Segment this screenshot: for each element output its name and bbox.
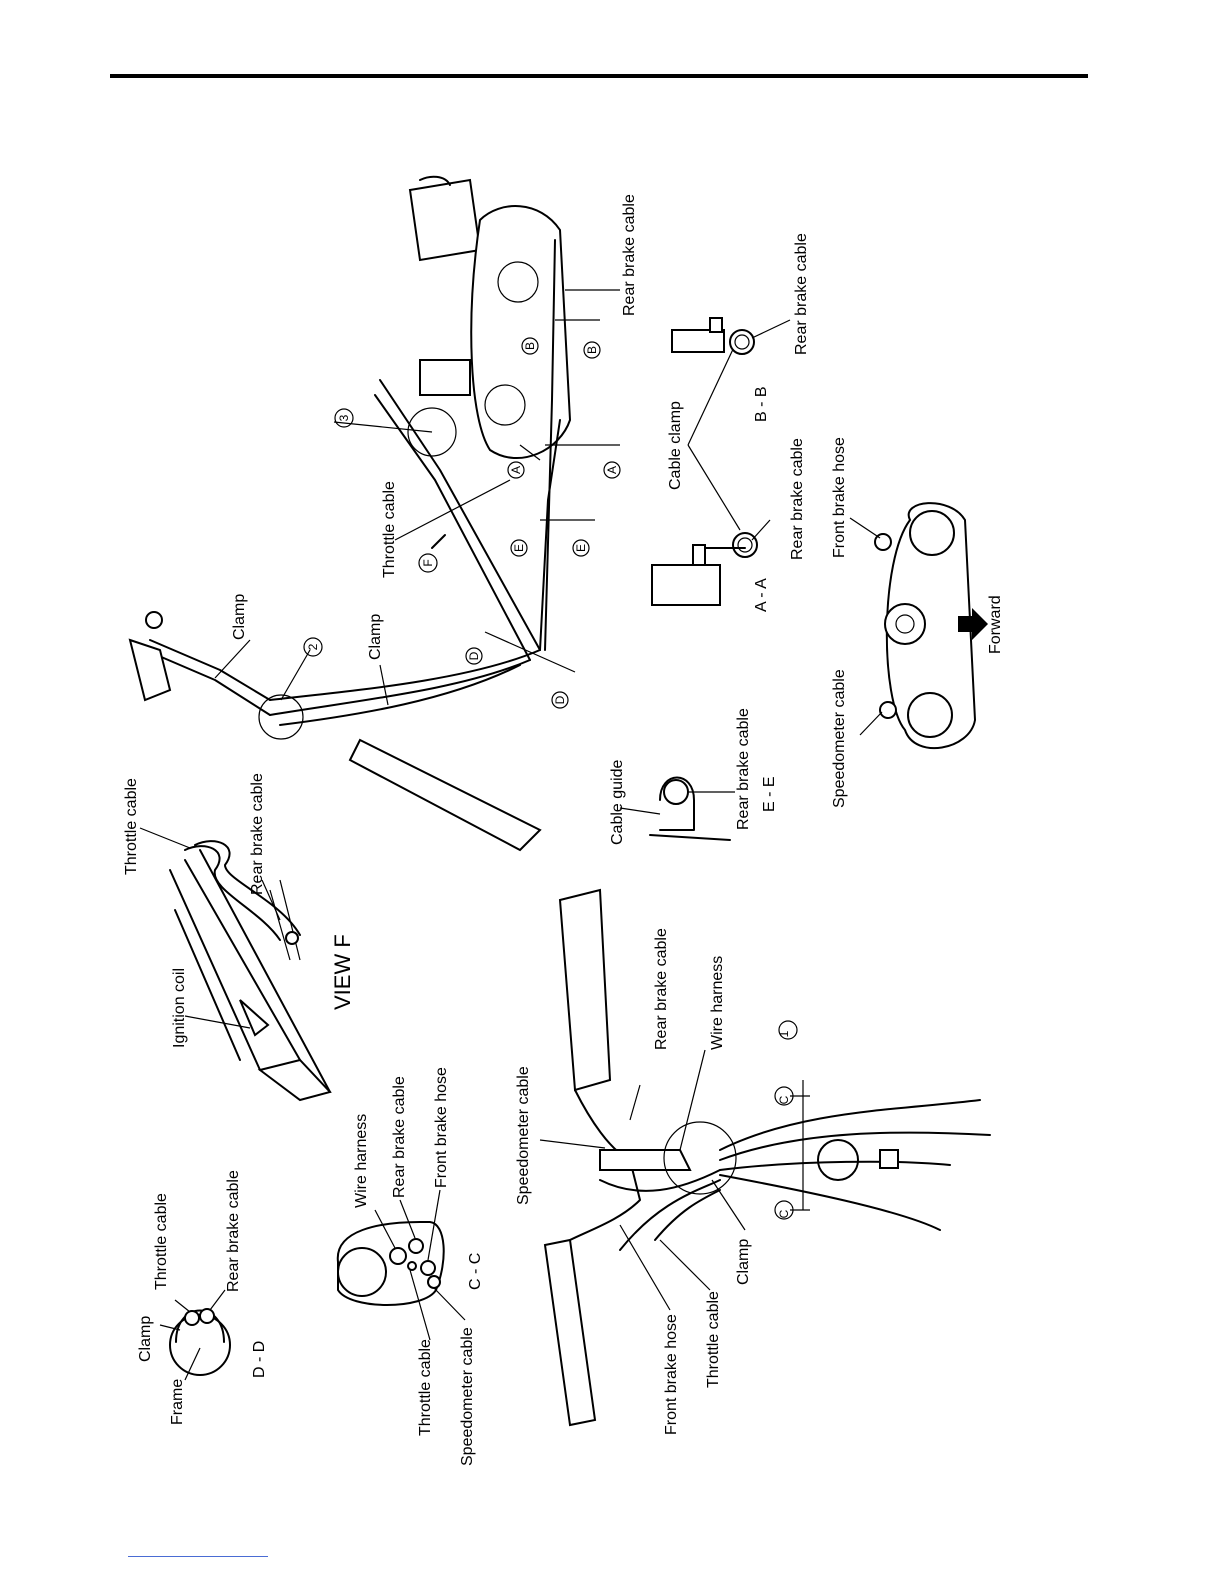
label-rear-brake-cable: Rear brake cable — [225, 1170, 242, 1292]
label-rear-brake-cable: Rear brake cable — [249, 773, 266, 895]
label-rear-brake-cable: Rear brake cable — [735, 708, 752, 830]
label-throttle-cable: Throttle cable — [381, 481, 398, 578]
svg-text:C: C — [777, 1095, 791, 1104]
label-section-d-d: D - D — [251, 1341, 268, 1378]
section-a-a: A - A Rear brake cable — [651, 438, 806, 612]
svg-text:F: F — [421, 559, 435, 566]
label-rear-brake-cable: Rear brake cable — [391, 1076, 408, 1198]
svg-text:E: E — [512, 544, 526, 552]
callout-3: 3 — [337, 414, 351, 421]
label-clamp: Clamp — [137, 1316, 154, 1362]
label-cable-guide: Cable guide — [609, 760, 626, 846]
label-section-a-a: A - A — [753, 578, 770, 612]
svg-text:B: B — [523, 342, 537, 350]
label-rear-brake-cable: Rear brake cable — [793, 233, 810, 355]
handlebar-assembly: 1 C C Speedometer cable Rear brake cable… — [515, 888, 991, 1435]
svg-text:C: C — [777, 1209, 791, 1218]
triple-clamp: Front brake hose Speedometer cable Forwa… — [831, 437, 1004, 808]
callout-circle-1 — [663, 1121, 737, 1195]
callout-circle-2 — [258, 694, 304, 740]
label-front-brake-hose: Front brake hose — [831, 437, 848, 558]
label-wire-harness: Wire harness — [353, 1114, 370, 1208]
brake-lever — [128, 638, 172, 702]
svg-text:D: D — [467, 651, 481, 660]
svg-text:A: A — [509, 466, 523, 474]
label-throttle-cable: Throttle cable — [705, 1291, 722, 1388]
svg-text:B: B — [585, 346, 599, 354]
left-grip — [543, 1238, 597, 1427]
label-section-c-c: C - C — [467, 1253, 484, 1290]
frame-side-view: 3 2 F B B A A E E D D Clamp Clamp Thrott… — [128, 175, 638, 852]
exhaust — [408, 178, 482, 262]
label-wire-harness: Wire harness — [709, 956, 726, 1050]
label-forward: Forward — [987, 595, 1004, 654]
svg-text:A: A — [605, 466, 619, 474]
label-speedometer-cable: Speedometer cable — [831, 669, 848, 808]
label-clamp-lower: Clamp — [367, 614, 384, 660]
label-speedometer-cable: Speedometer cable — [515, 1066, 532, 1205]
rear-brake-cable-section — [199, 1308, 215, 1324]
label-throttle-cable: Throttle cable — [123, 778, 140, 875]
section-c-c: Wire harness Rear brake cable Front brak… — [336, 1067, 484, 1466]
label-front-brake-hose: Front brake hose — [663, 1314, 680, 1435]
cable-guide — [659, 776, 695, 831]
svg-text:D: D — [553, 695, 567, 704]
callout-1: 1 — [777, 1030, 791, 1037]
c-c-steering-tube — [337, 1247, 387, 1297]
page-footer-link — [128, 1556, 268, 1557]
forward-arrow-icon — [958, 608, 988, 640]
label-front-brake-hose: Front brake hose — [433, 1067, 450, 1188]
label-clamp-upper: Clamp — [231, 594, 248, 640]
handlebar — [569, 1089, 641, 1241]
label-view-f: VIEW F — [330, 934, 355, 1010]
label-speedometer-cable: Speedometer cable — [459, 1327, 476, 1466]
view-f: Ignition coil Throttle cable Rear brake … — [123, 773, 355, 1102]
callout-2: 2 — [306, 643, 320, 650]
callout-circle-3 — [407, 407, 457, 457]
ignition-coil — [239, 999, 270, 1037]
carburetor — [419, 359, 471, 396]
section-e-e: Cable guide Rear brake cable E - E — [609, 708, 778, 845]
label-section-e-e: E - E — [761, 776, 778, 812]
label-clamp: Clamp — [735, 1239, 752, 1285]
front-fork — [348, 738, 542, 852]
label-rear-brake-cable: Rear brake cable — [789, 438, 806, 560]
label-ignition-coil: Ignition coil — [171, 968, 188, 1048]
label-throttle-cable: Throttle cable — [417, 1339, 434, 1436]
right-grip — [558, 888, 612, 1092]
label-rear-brake-cable: Rear brake cable — [653, 928, 670, 1050]
svg-text:E: E — [574, 544, 588, 552]
label-cable-clamp: Cable clamp — [667, 401, 684, 490]
label-throttle-cable: Throttle cable — [153, 1193, 170, 1290]
engine-case — [470, 205, 572, 460]
triple-clamp-body — [885, 502, 977, 749]
cable-clamp-callout: Cable clamp — [667, 344, 741, 531]
top-rule — [110, 74, 1088, 78]
section-d-d: Frame Clamp Throttle cable Rear brake ca… — [137, 1170, 268, 1425]
label-rear-brake-cable: Rear brake cable — [621, 194, 638, 316]
label-section-b-b: B - B — [753, 386, 770, 422]
section-b-b: B - B Rear brake cable — [671, 233, 810, 422]
label-frame: Frame — [169, 1379, 186, 1425]
throttle-cable-section — [184, 1310, 200, 1326]
